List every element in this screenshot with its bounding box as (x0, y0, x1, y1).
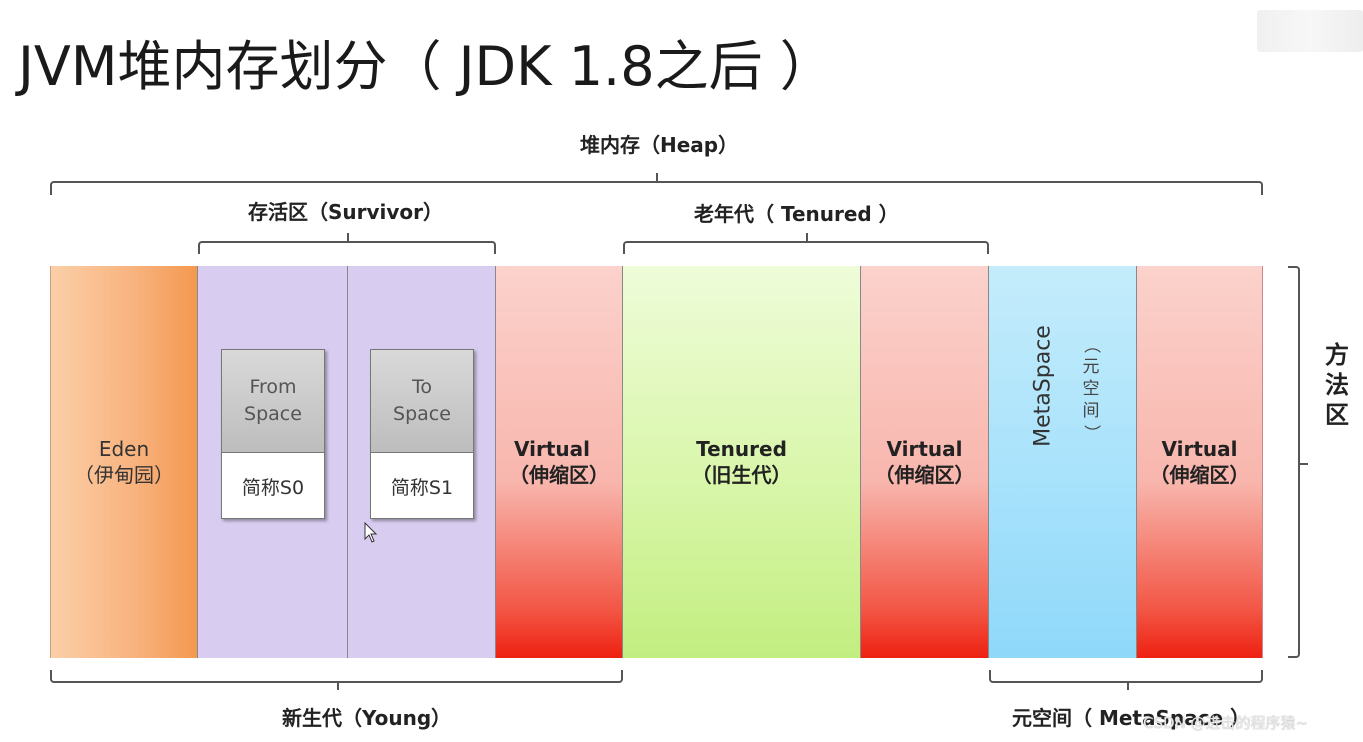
eden-name: Eden (98, 437, 150, 461)
tenured-group-label: 老年代（ Tenured ） (694, 202, 899, 226)
to-space-line2: Space (393, 403, 451, 425)
page-title: JVM堆内存划分（ JDK 1.8之后 ） (18, 35, 834, 98)
virtual-old-region: Virtual （伸缩区） (861, 266, 989, 658)
heap-brace (50, 173, 1263, 195)
virtual-young-cn: （伸缩区） (509, 463, 609, 487)
metaspace-region (989, 266, 1137, 658)
young-label: 新生代（Young） (282, 706, 452, 730)
virtual-old-cn: （伸缩区） (874, 463, 975, 487)
blurred-corner-overlay (1257, 10, 1363, 52)
survivor-s0-region: From Space 简称S0 (198, 266, 348, 658)
s1-alias: 简称S1 (390, 476, 454, 499)
watermark: CSDN @进击的程序猿~ (1143, 714, 1309, 732)
from-space-box: From Space 简称S0 (221, 349, 325, 519)
virtual-young-region: Virtual （伸缩区） (496, 266, 623, 658)
s0-alias: 简称S0 (241, 476, 305, 499)
to-space-line1: To (411, 376, 432, 398)
metaspace-group-label: 元空间（ MetaSpace ） (1012, 706, 1251, 730)
metaspace-vertical-cn: （ 元空间 ） (1081, 336, 1101, 442)
virtual-meta-name: Virtual (1161, 437, 1238, 461)
tenured-region: Tenured （旧生代） (623, 266, 861, 658)
to-space-box: To Space 简称S1 (370, 349, 474, 519)
virtual-meta-cn: （伸缩区） (1149, 463, 1250, 487)
method-area-label: 方法区 (1325, 341, 1349, 429)
metaspace-brace (989, 670, 1263, 690)
mouse-pointer-icon (364, 522, 378, 543)
method-area-brace (1288, 266, 1308, 658)
eden-cn: （伊甸园） (74, 463, 174, 487)
tenured-name: Tenured (696, 437, 787, 461)
eden-region: Eden （伊甸园） (50, 266, 198, 658)
metaspace-vertical-label: MetaSpace (1030, 325, 1056, 447)
heap-label: 堆内存（Heap） (580, 133, 739, 157)
tenured-cn: （旧生代） (691, 463, 792, 487)
to-space-head: To Space (371, 350, 473, 453)
survivor-s1-region: To Space 简称S1 (348, 266, 496, 658)
virtual-meta-region: Virtual （伸缩区） (1137, 266, 1263, 658)
from-space-line2: Space (244, 403, 302, 425)
survivor-brace (198, 233, 496, 254)
from-space-line1: From (249, 376, 297, 398)
tenured-brace (623, 233, 989, 254)
from-space-head: From Space (222, 350, 324, 453)
virtual-young-name: Virtual (514, 437, 590, 461)
young-brace (50, 670, 623, 690)
virtual-old-name: Virtual (886, 437, 963, 461)
survivor-label: 存活区（Survivor） (248, 200, 444, 224)
